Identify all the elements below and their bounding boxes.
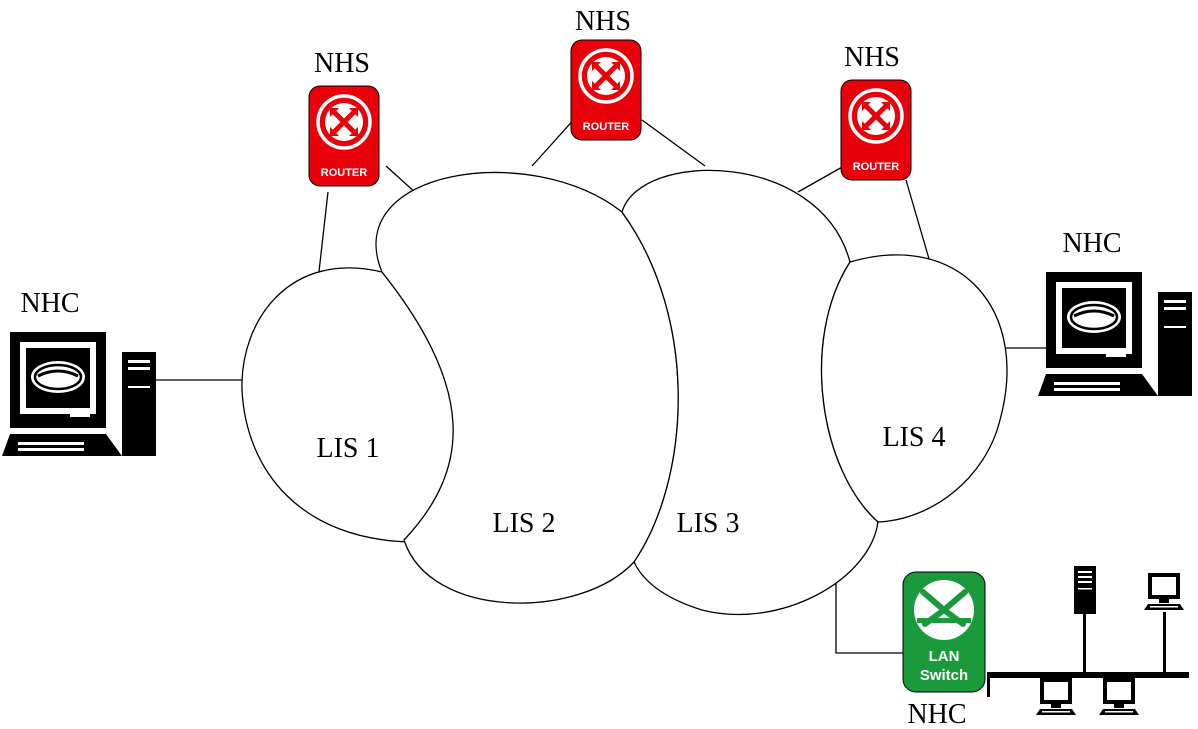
link-switch-lis3 xyxy=(835,578,903,654)
monitor-icon xyxy=(1036,678,1076,715)
link-nhs-right-lis3 xyxy=(797,165,845,193)
nhc-left: NHC xyxy=(0,288,158,458)
server-icon xyxy=(1074,566,1096,614)
link-nhs-mid-lis2 xyxy=(531,115,578,167)
lis3-cloud xyxy=(621,169,879,615)
router-icon: ROUTER xyxy=(571,40,641,140)
nhs-mid-label: NHS xyxy=(575,6,631,37)
links xyxy=(156,115,1058,654)
switch-line1: LAN xyxy=(929,648,960,665)
lan-switch-icon: LAN Switch xyxy=(902,571,986,693)
nhc-right-label: NHC xyxy=(1062,228,1121,259)
computer-icon xyxy=(1036,270,1194,398)
router-icon: ROUTER xyxy=(309,86,379,186)
nhs-left-label: NHS xyxy=(314,48,370,79)
lis4-label: LIS 4 xyxy=(883,422,946,453)
router-right-text: ROUTER xyxy=(853,161,900,173)
nhs-right: NHS ROUTER xyxy=(841,42,911,180)
monitor-icon xyxy=(1144,573,1184,610)
lis1-label: LIS 1 xyxy=(317,433,380,464)
link-nhs-mid-lis3 xyxy=(641,119,706,167)
lis-clouds xyxy=(241,169,1008,615)
lis3-label: LIS 3 xyxy=(677,508,740,539)
lan-bus xyxy=(987,612,1189,706)
lis4-cloud xyxy=(820,254,1008,523)
nhc-switch: LAN Switch NHC xyxy=(902,566,1189,729)
nhs-mid: NHS ROUTER xyxy=(571,6,641,140)
nhs-left: NHS ROUTER xyxy=(309,48,379,186)
router-left-text: ROUTER xyxy=(321,167,368,179)
router-icon: ROUTER xyxy=(841,80,911,180)
nhc-left-label: NHC xyxy=(20,288,79,319)
nhc-switch-label: NHC xyxy=(907,699,966,729)
lis2-label: LIS 2 xyxy=(493,508,556,539)
nhs-right-label: NHS xyxy=(844,42,900,73)
router-mid-text: ROUTER xyxy=(583,121,630,133)
computer-icon xyxy=(0,330,158,458)
switch-line2: Switch xyxy=(920,667,968,684)
nhc-right: NHC xyxy=(1036,228,1194,398)
monitor-icon xyxy=(1099,678,1139,715)
